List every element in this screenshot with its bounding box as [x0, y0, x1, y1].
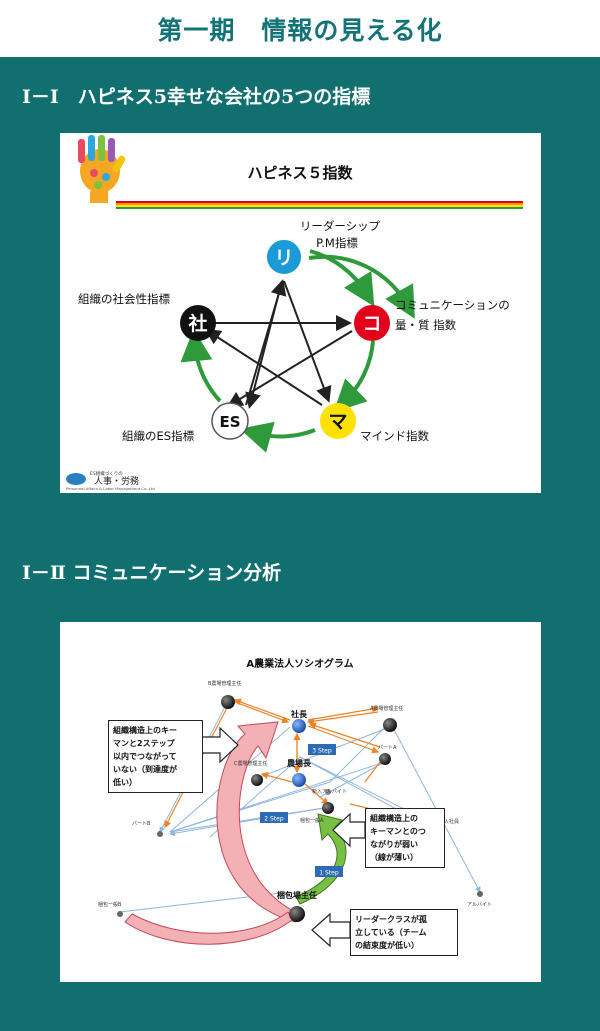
- label-social: 組織の社会性指標: [78, 292, 170, 306]
- node-ko: コ: [354, 305, 390, 341]
- happiness-diagram: ハピネス５指数 リ: [66, 135, 523, 491]
- svg-text:C農場管理主任: C農場管理主任: [234, 760, 268, 767]
- step-2-label: 2 Step: [264, 816, 284, 823]
- diagram-title: ハピネス５指数: [247, 164, 353, 182]
- step-3-label: 3 Step: [312, 748, 332, 755]
- section1-title: Ⅰ－Ⅰ ハピネス5幸せな会社の5つの指標: [22, 86, 371, 108]
- logo-small-text: ES組織づくりの: [90, 470, 123, 477]
- node-ma: マ: [320, 403, 356, 439]
- svg-text:新入アルバイト: 新入アルバイト: [312, 788, 347, 795]
- node-sha: 社: [180, 305, 216, 341]
- svg-text:パートB: パートB: [132, 821, 151, 827]
- node-b-manager: B農場管理主任: [208, 680, 241, 709]
- svg-text:梱包場主任: 梱包場主任: [277, 890, 317, 900]
- step-1-label: 1 Step: [319, 870, 339, 877]
- pink-bottom-arrow: [124, 911, 293, 945]
- page-header: 第一期 情報の見える化: [0, 0, 600, 57]
- svg-text:梱包一般B: 梱包一般B: [98, 901, 122, 908]
- callout-right-arrow: [332, 812, 366, 848]
- node-staff-b: 梱包一般B: [98, 901, 123, 917]
- node-glyph: 社: [187, 312, 207, 335]
- pink-curve-arrow: [216, 721, 296, 923]
- step-3-box: 3 Step: [308, 744, 336, 755]
- svg-text:梱包一般A: 梱包一般A: [300, 817, 324, 824]
- sociogram-diagram: A農業法人ソシオグラム: [98, 657, 492, 948]
- node-glyph: コ: [362, 313, 381, 335]
- node-ri: リ: [265, 238, 303, 276]
- step-1-box: 1 Step: [315, 866, 343, 877]
- node-a-manager: A農場管理主任: [370, 705, 403, 732]
- node-c-manager: C農場管理主任: [234, 760, 268, 786]
- hand-logo-icon: [78, 135, 126, 203]
- node-arbeit: アルバイト: [467, 891, 492, 908]
- happiness-index-panel: ハピネス５指数 リ: [60, 133, 541, 493]
- page-title: 第一期 情報の見える化: [157, 15, 443, 45]
- node-glyph: ES: [219, 413, 240, 431]
- svg-text:パートA: パートA: [378, 745, 397, 751]
- node-es: ES: [211, 402, 249, 440]
- logo-sub-text: Personnel Affairs & Labor Management Co.…: [66, 486, 155, 491]
- svg-text:B農場管理主任: B農場管理主任: [208, 680, 241, 687]
- svg-text:アルバイト: アルバイト: [467, 902, 492, 908]
- note-right: 組織構造上の キーマンとのつ ながりが弱い （線が薄い）: [365, 808, 445, 868]
- node-farm-head: 農場長: [287, 758, 312, 787]
- callout-bottom-arrow: [311, 912, 351, 948]
- node-glyph: マ: [328, 411, 347, 433]
- svg-text:入社員: 入社員: [444, 818, 459, 825]
- sociogram-panel: A農業法人ソシオグラム: [60, 622, 541, 982]
- section2-title: Ⅰ－Ⅱ コミュニケーション分析: [22, 562, 282, 584]
- label-amount-quality: 量・質 指数: [395, 318, 457, 332]
- label-pm: P.M指標: [316, 236, 358, 250]
- node-part-b: パートB: [132, 821, 163, 837]
- label-es: 組織のES指標: [122, 429, 195, 443]
- node-packing-head: 梱包場主任: [277, 890, 317, 922]
- node-staff-a: 梱包一般A: [300, 802, 334, 824]
- sociogram-title: A農業法人ソシオグラム: [246, 657, 353, 670]
- logo-text: 人事・労務: [94, 475, 139, 487]
- svg-text:農場長: 農場長: [287, 758, 312, 768]
- callout-left-arrow: [201, 726, 239, 764]
- star-lines: [204, 279, 353, 409]
- note-bottom: リーダークラスが孤 立している（チーム の結束度が低い）: [350, 909, 458, 956]
- note-left: 組織構造上のキー マンと2ステップ 以内でつながって いない（到達度が 低い）: [108, 720, 203, 793]
- svg-text:社長: 社長: [290, 709, 308, 719]
- node-glyph: リ: [274, 247, 293, 269]
- company-logo: ES組織づくりの 人事・労務 Personnel Affairs & Labor…: [66, 470, 155, 491]
- node-part-a: パートA: [378, 745, 397, 765]
- label-mind: マインド指数: [360, 429, 429, 443]
- label-communication: コミュニケーションの: [395, 298, 510, 312]
- title-underline: [116, 201, 523, 209]
- step-2-box: 2 Step: [260, 812, 288, 823]
- label-leadership: リーダーシップ: [300, 219, 381, 233]
- svg-text:A農場管理主任: A農場管理主任: [370, 705, 403, 712]
- node-president: 社長: [290, 709, 308, 733]
- cycle-arrows: [180, 249, 415, 453]
- node-new-part: 新入アルバイト: [312, 788, 347, 795]
